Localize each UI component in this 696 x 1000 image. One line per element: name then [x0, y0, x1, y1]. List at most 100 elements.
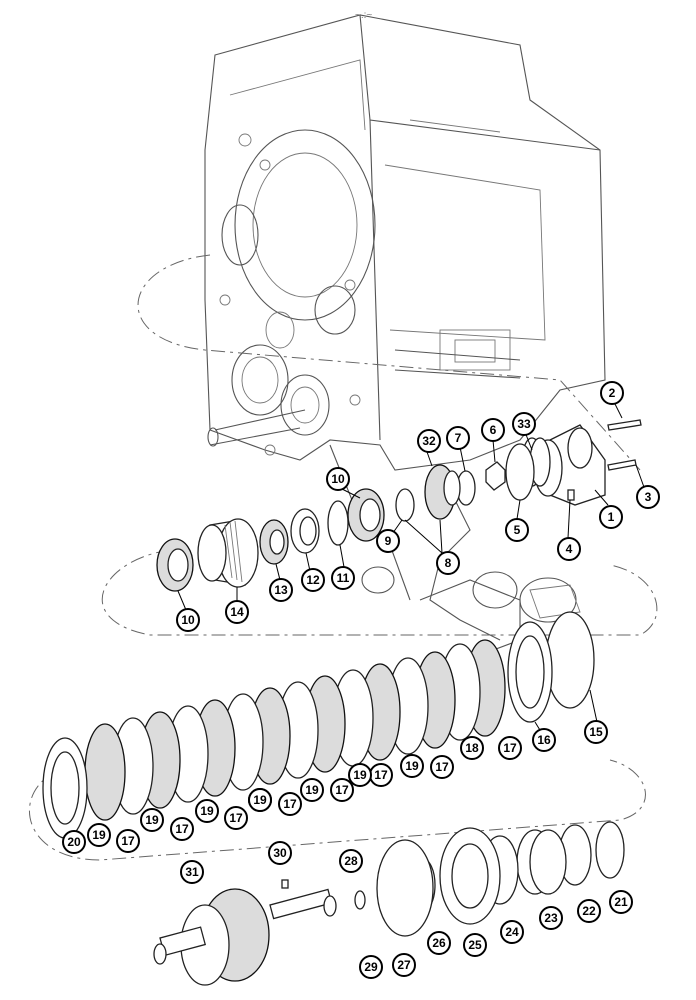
callout-17: 17 [116, 829, 140, 853]
callout-number: 14 [230, 605, 244, 619]
callout-circle [427, 931, 451, 955]
callout-circle [87, 823, 111, 847]
callout-circle [300, 778, 324, 802]
callout-number: 19 [353, 768, 367, 782]
callout-circle [557, 537, 581, 561]
callout-17: 17 [369, 763, 393, 787]
callout-circle [330, 778, 354, 802]
callout-number: 27 [397, 958, 411, 972]
callout-circle [278, 792, 302, 816]
callout-number: 10 [181, 613, 195, 627]
callout-number: 29 [364, 960, 378, 974]
callout-number: 28 [344, 854, 358, 868]
callout-circle [116, 829, 140, 853]
callout-8: 8 [436, 551, 460, 575]
callout-number: 24 [505, 925, 519, 939]
callout-21: 21 [609, 890, 633, 914]
clutch-pack [42, 611, 595, 839]
lower-shaft-parts [153, 821, 625, 986]
callout-19: 19 [195, 799, 219, 823]
callout-10: 10 [326, 467, 350, 491]
callout-number: 19 [145, 813, 159, 827]
callout-circle [180, 860, 204, 884]
callout-circle [436, 551, 460, 575]
callout-11: 11 [331, 566, 355, 590]
callout-16: 16 [532, 728, 556, 752]
callout-23: 23 [539, 906, 563, 930]
callout-number: 9 [385, 534, 392, 548]
callout-17: 17 [330, 778, 354, 802]
callout-number: 31 [185, 865, 199, 879]
callout-circle [599, 505, 623, 529]
callout-number: 19 [200, 804, 214, 818]
callout-number: 11 [337, 571, 350, 585]
callout-circle [460, 736, 484, 760]
callout-19: 19 [140, 808, 164, 832]
callout-number: 25 [468, 938, 482, 952]
callout-number: 17 [374, 768, 388, 782]
callout-number: 4 [566, 542, 573, 556]
callout-number: 5 [514, 523, 521, 537]
callout-32: 32 [417, 429, 441, 453]
callout-number: 19 [253, 793, 267, 807]
callout-number: 17 [283, 797, 297, 811]
callout-circle [505, 518, 529, 542]
callout-number: 19 [405, 759, 419, 773]
callout-17: 17 [278, 792, 302, 816]
callout-14: 14 [225, 600, 249, 624]
callout-circle [636, 485, 660, 509]
callout-number: 26 [432, 936, 446, 950]
callout-number: 3 [645, 490, 652, 504]
callout-number: 6 [490, 423, 497, 437]
callout-22: 22 [577, 899, 601, 923]
callout-30: 30 [268, 841, 292, 865]
callout-number: 18 [465, 741, 479, 755]
transmission-housing: ~.:~ [204, 10, 606, 656]
callout-circle [577, 899, 601, 923]
callout-3: 3 [636, 485, 660, 509]
callout-circle [584, 720, 608, 744]
callout-17: 17 [430, 755, 454, 779]
callout-circle [331, 566, 355, 590]
callout-circle [600, 381, 624, 405]
callout-circle [400, 754, 424, 778]
callout-circle [512, 412, 536, 436]
assembly-plane-outlines [28, 254, 658, 861]
callout-number: 19 [92, 828, 106, 842]
callout-circle [326, 467, 350, 491]
callout-circle [224, 806, 248, 830]
callout-number: 12 [306, 573, 320, 587]
callout-19: 19 [87, 823, 111, 847]
callout-circle [392, 953, 416, 977]
callout-circle [301, 568, 325, 592]
callout-circle [609, 890, 633, 914]
callout-number: 8 [445, 556, 452, 570]
callout-circle [62, 830, 86, 854]
callout-13: 13 [269, 578, 293, 602]
callout-19: 19 [248, 788, 272, 812]
callout-1: 1 [599, 505, 623, 529]
callout-number: 33 [517, 417, 531, 431]
callout-circle [481, 418, 505, 442]
svg-text:~.:~: ~.:~ [355, 10, 372, 21]
callout-19: 19 [300, 778, 324, 802]
callout-circle [430, 755, 454, 779]
callout-number: 15 [589, 725, 603, 739]
callout-number: 2 [609, 386, 616, 400]
callout-17: 17 [498, 736, 522, 760]
callout-number: 19 [305, 783, 319, 797]
callout-circle [532, 728, 556, 752]
callout-number: 23 [544, 911, 558, 925]
callout-circle [417, 429, 441, 453]
callout-number: 17 [435, 760, 449, 774]
callout-28: 28 [339, 849, 363, 873]
callout-number: 13 [274, 583, 288, 597]
callout-7: 7 [446, 426, 470, 450]
callout-number: 17 [229, 811, 243, 825]
callout-19: 19 [400, 754, 424, 778]
callout-26: 26 [427, 931, 451, 955]
callout-number: 17 [121, 834, 135, 848]
callout-circle [446, 426, 470, 450]
callout-circle [500, 920, 524, 944]
callout-number: 7 [455, 431, 462, 445]
